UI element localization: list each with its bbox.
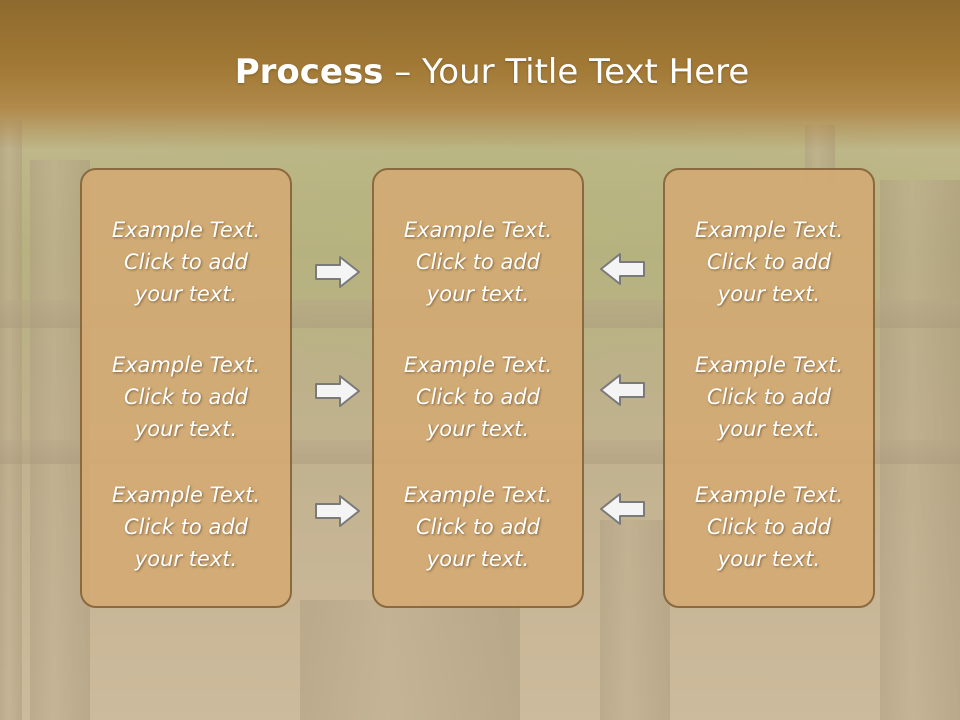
- text-line: Click to add: [415, 250, 540, 274]
- text-line: Click to add: [123, 385, 248, 409]
- text-line: Example Text.: [111, 483, 261, 507]
- process-panel-center[interactable]: Example Text. Click to add your text. Ex…: [372, 168, 584, 608]
- fence-post-mid: [300, 600, 520, 720]
- slide-title[interactable]: Process – Your Title Text Here: [0, 52, 960, 92]
- text-line: Example Text.: [403, 218, 553, 242]
- text-line: Example Text.: [694, 353, 844, 377]
- text-line: Example Text.: [403, 353, 553, 377]
- text-line: your text.: [134, 547, 238, 571]
- text-line: your text.: [134, 417, 238, 441]
- fence-post-mid-right: [600, 520, 670, 720]
- fence-post-left-small: [0, 120, 22, 720]
- panel-text-box[interactable]: Example Text. Click to add your text.: [374, 349, 582, 445]
- panel-text-box[interactable]: Example Text. Click to add your text.: [665, 349, 873, 445]
- right-arrow-icon[interactable]: [314, 373, 362, 409]
- title-bold: Process: [234, 52, 384, 92]
- right-arrow-icon[interactable]: [314, 493, 362, 529]
- text-line: your text.: [134, 282, 238, 306]
- text-line: your text.: [717, 547, 821, 571]
- panel-text-box[interactable]: Example Text. Click to add your text.: [665, 214, 873, 310]
- text-line: your text.: [426, 547, 530, 571]
- text-line: Click to add: [706, 250, 831, 274]
- text-line: Click to add: [415, 385, 540, 409]
- text-line: Click to add: [706, 385, 831, 409]
- panel-text-box[interactable]: Example Text. Click to add your text.: [82, 479, 290, 575]
- text-line: Example Text.: [111, 218, 261, 242]
- right-arrow-icon[interactable]: [314, 254, 362, 290]
- text-line: your text.: [717, 417, 821, 441]
- panel-text-box[interactable]: Example Text. Click to add your text.: [374, 479, 582, 575]
- text-line: Click to add: [123, 250, 248, 274]
- text-line: your text.: [717, 282, 821, 306]
- left-arrow-icon[interactable]: [598, 372, 646, 408]
- process-panel-right[interactable]: Example Text. Click to add your text. Ex…: [663, 168, 875, 608]
- panel-text-box[interactable]: Example Text. Click to add your text.: [374, 214, 582, 310]
- text-line: Click to add: [123, 515, 248, 539]
- text-line: Example Text.: [694, 483, 844, 507]
- title-rest: – Your Title Text Here: [383, 52, 750, 92]
- text-line: Example Text.: [694, 218, 844, 242]
- panel-text-box[interactable]: Example Text. Click to add your text.: [665, 479, 873, 575]
- text-line: Example Text.: [111, 353, 261, 377]
- header-band: [0, 0, 960, 150]
- panel-text-box[interactable]: Example Text. Click to add your text.: [82, 214, 290, 310]
- panel-text-box[interactable]: Example Text. Click to add your text.: [82, 349, 290, 445]
- left-arrow-icon[interactable]: [598, 491, 646, 527]
- fence-post-right: [880, 180, 960, 720]
- process-panel-left[interactable]: Example Text. Click to add your text. Ex…: [80, 168, 292, 608]
- text-line: your text.: [426, 282, 530, 306]
- text-line: Click to add: [415, 515, 540, 539]
- text-line: your text.: [426, 417, 530, 441]
- text-line: Example Text.: [403, 483, 553, 507]
- text-line: Click to add: [706, 515, 831, 539]
- left-arrow-icon[interactable]: [598, 251, 646, 287]
